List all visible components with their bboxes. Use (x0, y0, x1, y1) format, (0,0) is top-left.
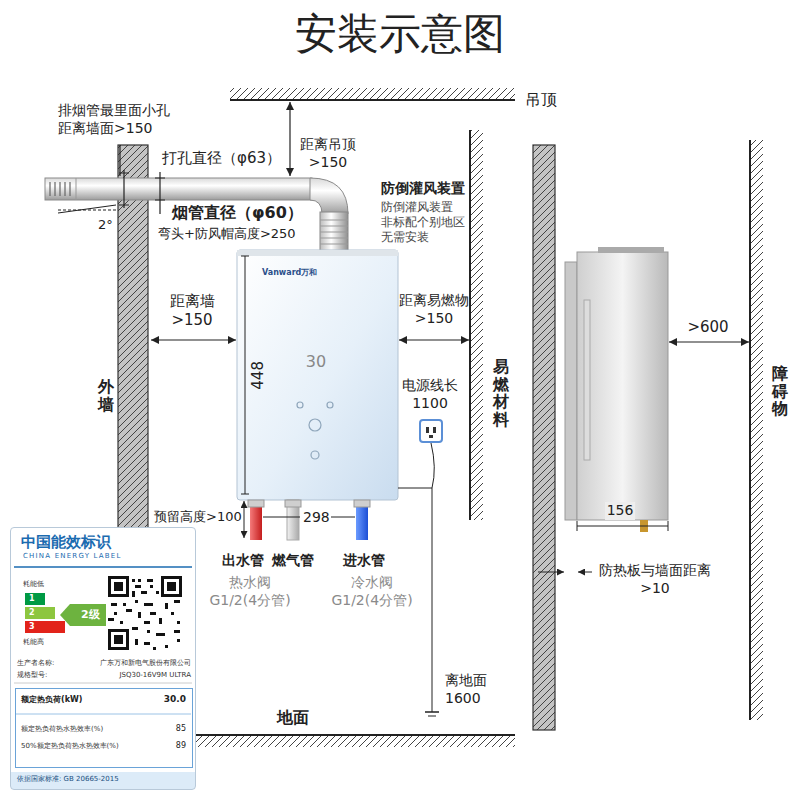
part-name: 防倒灌风装置 (381, 180, 465, 198)
wall-label: 障碍物 (772, 365, 788, 418)
dimension-value: >600 (687, 318, 728, 337)
wall-label: 外墙 (98, 378, 114, 413)
scale-end-text: 耗能高 (23, 638, 44, 647)
grade-number: 2 (29, 608, 35, 618)
field-name: 生产者名称: (17, 659, 54, 668)
grade-number: 1 (29, 594, 35, 604)
angle-label: 2° (98, 217, 113, 233)
dimension-note: 距离易燃物 >150 (397, 292, 471, 327)
valve-note: 热水阀 G1/2(4分管) (209, 574, 291, 609)
label-heading: 中国能效标识 (21, 533, 111, 552)
field-value: 85 (176, 724, 186, 734)
dimension-value: 448 (249, 361, 268, 390)
dimension-note: 距离墙 >150 (167, 292, 217, 330)
field-value: 30.0 (164, 694, 186, 705)
dimension-value: 298 (303, 509, 330, 527)
field-name: 规格型号: (17, 671, 47, 680)
label-subheading: CHINA ENERGY LABEL (23, 552, 122, 561)
dimension-note: 距离吊顶 >150 (297, 136, 359, 171)
field-value: 广东万和新电气股份有限公司 (100, 659, 191, 668)
dimension-note: 电源线长 1100 (400, 377, 460, 412)
dimension-note: 排烟管最里面小孔 距离墙面>150 (58, 102, 180, 137)
grade-number: 3 (29, 622, 35, 632)
part-note: 防倒灌风装置 非标配个别地区 无需安装 (381, 200, 469, 245)
dimension-note: 烟管直径（φ60） (172, 203, 303, 223)
dimension-note: 弯头+防风帽高度>250 (158, 226, 296, 242)
rating-table: 额定热负荷(kW) 30.0 额定热负荷热水热效率(%) 85 50%额定热负荷热水热效… (15, 688, 193, 768)
dimension-value: 156 (605, 502, 636, 520)
pipe-name: 燃气管 (272, 552, 314, 570)
scale-end-text: 耗能低 (23, 580, 44, 589)
energy-label: 中国能效标识CHINA ENERGY LABEL 耗能低 1 2 3 2级耗能高生产者名称… (10, 527, 196, 790)
standard-note: 依据国家标准: GB 20665-2015 (17, 775, 119, 784)
ceiling-label: 吊顶 (525, 90, 557, 110)
pipe-name: 出水管 (222, 552, 264, 570)
dimension-note: 打孔直径（φ63） (162, 149, 281, 168)
field-value: 89 (176, 741, 186, 751)
floor-label: 地面 (277, 708, 309, 728)
grade-badge: 2级 (81, 608, 100, 622)
dimension-note: 离地面 1600 (445, 672, 493, 707)
dimension-note: 预留高度>100 (154, 509, 242, 525)
wall-label: 易燃材料 (493, 358, 509, 428)
dimension-note: 防热板与墙面距离 >10 (596, 562, 714, 597)
field-name: 50%额定热负荷热水热效率(%) (21, 742, 119, 751)
brand-logo: Vanward万和 (262, 268, 317, 278)
field-value: JSQ30-16V9M ULTRA (119, 671, 191, 680)
display-digits: 30 (306, 352, 326, 372)
field-name: 额定热负荷热水热效率(%) (21, 725, 103, 734)
valve-note: 冷水阀 G1/2(4分管) (331, 574, 413, 609)
diagram-title: 安装示意图 (295, 8, 505, 61)
pipe-name: 进水管 (343, 552, 385, 570)
field-name: 额定热负荷(kW) (21, 695, 82, 705)
